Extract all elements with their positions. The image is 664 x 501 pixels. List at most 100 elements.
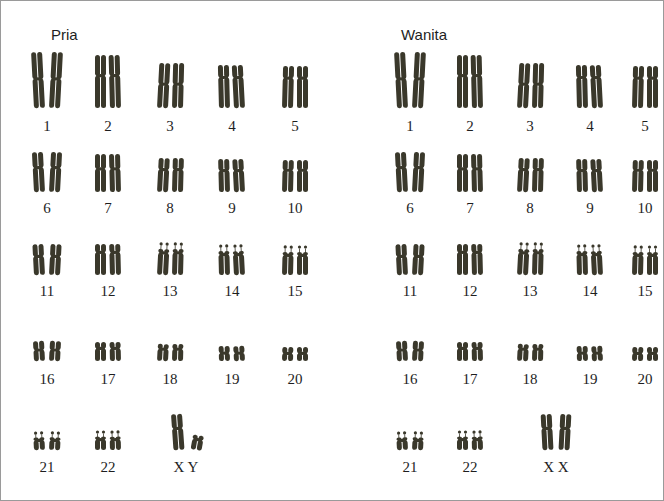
- chromosome: [218, 244, 230, 275]
- chromosome: [297, 347, 308, 361]
- chromosome-pair: [95, 154, 121, 192]
- chromosome-number: X Y: [174, 459, 199, 476]
- chromosome: [157, 63, 170, 109]
- chromosome: [282, 66, 294, 108]
- chromosome-number: 8: [166, 200, 174, 217]
- chromosome-number: 21: [40, 459, 55, 476]
- chromosome-pair: [282, 160, 308, 192]
- chromosome: [541, 414, 554, 451]
- chromosome: [157, 242, 170, 275]
- chromosome: [282, 245, 294, 275]
- chromosome: [532, 344, 543, 361]
- chromosome-pair: [32, 244, 61, 276]
- chromosome: [632, 245, 644, 275]
- section-heading: Pria: [51, 27, 78, 44]
- chromosome: [232, 159, 245, 193]
- chromosome: [95, 342, 106, 361]
- chromosome: [33, 431, 45, 450]
- chromosome: [395, 152, 408, 193]
- chromosome-pair: [576, 159, 603, 193]
- chromosome-pair: [632, 245, 658, 275]
- chromosome-number: 15: [288, 283, 303, 300]
- chromosome: [32, 244, 45, 276]
- chromosome-number: 19: [225, 371, 240, 388]
- chromosome-number: 18: [523, 371, 538, 388]
- chromosome: [647, 66, 658, 108]
- chromosome-number: X X: [543, 459, 568, 476]
- chromosome-number: 12: [463, 283, 478, 300]
- chromosome-pair: [218, 159, 245, 193]
- chromosome-pair: [632, 66, 658, 108]
- chromosome-number: 5: [291, 118, 299, 135]
- chromosome: [172, 63, 184, 108]
- chromosome-pair: [218, 244, 245, 275]
- chromosome: [591, 346, 603, 362]
- chromosome: [576, 244, 588, 275]
- chromosome: [49, 341, 61, 362]
- chromosome: [457, 154, 468, 192]
- chromosome: [297, 66, 308, 108]
- chromosome-number: 17: [463, 371, 478, 388]
- chromosome: [457, 55, 468, 108]
- chromosome-pair: [33, 341, 61, 362]
- chromosome-pair: [219, 346, 245, 362]
- chromosome: [191, 434, 204, 451]
- chromosome: [110, 342, 121, 361]
- chromosome-pair: [157, 158, 184, 193]
- chromosome-pair: [32, 152, 62, 193]
- chromosome-number: 1: [406, 118, 414, 135]
- chromosome: [95, 154, 106, 192]
- chromosome-number: 13: [163, 283, 178, 300]
- chromosome-number: 15: [638, 283, 653, 300]
- chromosome: [471, 430, 483, 450]
- chromosome-pair: [218, 65, 245, 109]
- chromosome: [471, 154, 483, 192]
- chromosome: [49, 152, 62, 193]
- chromosome-number: 22: [101, 459, 116, 476]
- chromosome: [471, 244, 483, 275]
- chromosome-pair: [457, 154, 483, 192]
- chromosome-number: 7: [466, 200, 474, 217]
- chromosome: [576, 65, 588, 108]
- chromosome: [218, 65, 230, 108]
- chromosome-number: 5: [641, 118, 649, 135]
- chromosome: [396, 431, 408, 450]
- chromosome: [559, 414, 572, 451]
- chromosome-pair: [457, 55, 483, 108]
- chromosome-number: 20: [638, 371, 653, 388]
- chromosome: [647, 160, 658, 192]
- chromosome-pair: [171, 414, 204, 451]
- chromosome: [517, 158, 530, 193]
- chromosome: [517, 63, 530, 109]
- chromosome: [412, 244, 425, 276]
- chromosome-number: 6: [43, 200, 51, 217]
- chromosome-pair: [396, 431, 424, 450]
- chromosome-number: 11: [403, 283, 417, 300]
- chromosome: [412, 52, 426, 108]
- chromosome-pair: [282, 347, 308, 361]
- chromosome-number: 4: [228, 118, 236, 135]
- chromosome: [517, 344, 529, 362]
- chromosome-pair: [31, 52, 63, 108]
- chromosome-number: 6: [406, 200, 414, 217]
- chromosome: [394, 52, 408, 108]
- chromosome-pair: [95, 244, 121, 275]
- chromosome: [632, 160, 644, 192]
- chromosome-pair: [517, 344, 543, 362]
- chromosome-pair: [632, 347, 658, 361]
- chromosome-pair: [541, 414, 572, 451]
- chromosome-pair: [282, 66, 308, 108]
- chromosome-number: 17: [101, 371, 116, 388]
- chromosome-pair: [457, 430, 483, 450]
- chromosome: [171, 414, 184, 451]
- chromosome: [647, 347, 658, 361]
- chromosome: [49, 431, 61, 450]
- chromosome: [95, 244, 106, 275]
- chromosome: [233, 346, 245, 362]
- chromosome: [297, 160, 308, 192]
- chromosome-number: 19: [583, 371, 598, 388]
- chromosome: [109, 430, 121, 450]
- chromosome: [412, 152, 425, 193]
